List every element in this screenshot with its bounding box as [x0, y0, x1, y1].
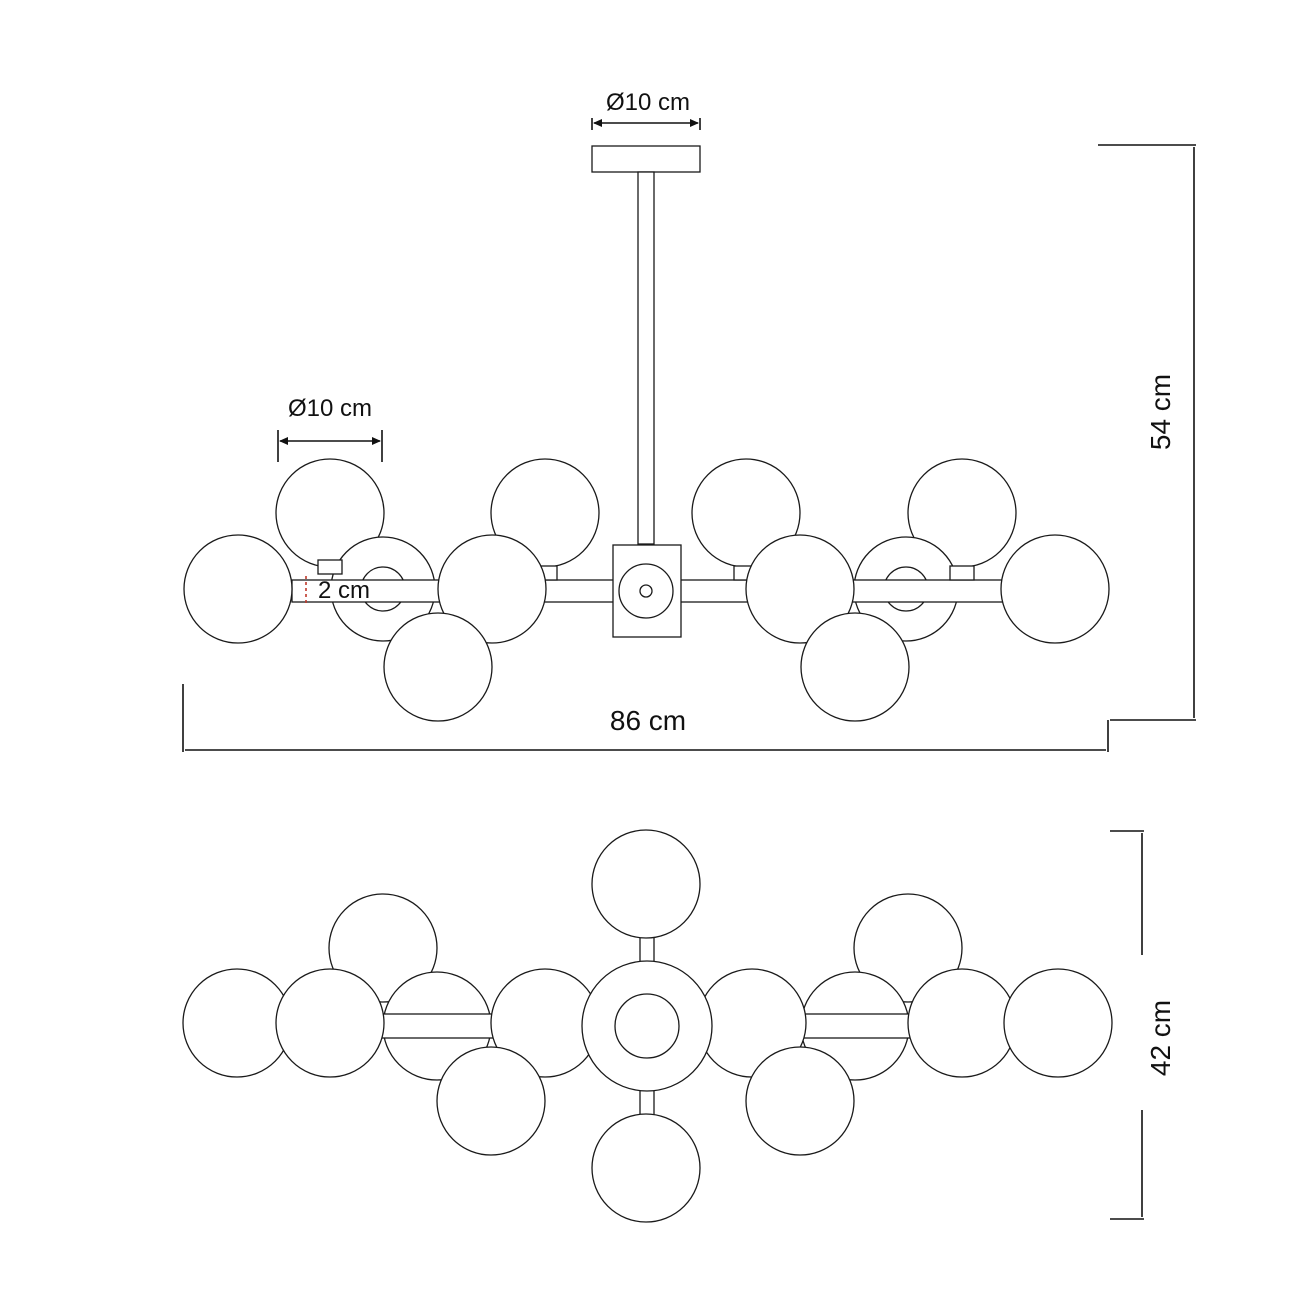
canopy-diameter-label: Ø10 cm	[606, 89, 690, 116]
dimension-total-width: 86 cm	[182, 684, 1109, 752]
globe-diameter-label: Ø10 cm	[288, 395, 372, 422]
arm-thickness-label: 2 cm	[318, 577, 370, 604]
globe	[745, 534, 855, 644]
top-hub-outer	[581, 960, 713, 1092]
globe	[1003, 968, 1113, 1078]
top-view-front-globes	[182, 829, 1113, 1223]
hub-ring	[618, 563, 674, 619]
socket	[317, 559, 343, 575]
top-hub-inner	[614, 993, 680, 1059]
globe	[745, 1046, 855, 1156]
top-stem-lower	[639, 1089, 655, 1117]
dimension-canopy-diameter: Ø10 cm	[591, 89, 701, 130]
globe	[182, 968, 292, 1078]
globe	[853, 893, 963, 1003]
globe	[1000, 534, 1110, 644]
dimension-total-depth: 42 cm	[1110, 830, 1176, 1220]
total-width-label: 86 cm	[610, 705, 686, 736]
globe	[437, 534, 547, 644]
dimension-total-height: 54 cm	[1098, 144, 1196, 721]
total-depth-label: 42 cm	[1145, 1000, 1176, 1076]
socket	[949, 565, 975, 581]
globe	[436, 1046, 546, 1156]
top-view	[182, 829, 1113, 1223]
canopy	[591, 145, 701, 173]
central-hub	[612, 544, 682, 638]
dimension-arm-thickness: 2 cm	[305, 576, 370, 604]
globe	[183, 534, 293, 644]
globe	[383, 612, 493, 722]
front-view-front-globes	[183, 534, 1110, 722]
globe	[591, 1113, 701, 1223]
globe	[800, 612, 910, 722]
total-height-label: 54 cm	[1145, 374, 1176, 450]
globe	[907, 968, 1017, 1078]
down-rod	[637, 171, 655, 545]
top-stem-upper	[639, 935, 655, 963]
globe	[591, 829, 701, 939]
dimension-globe-diameter: Ø10 cm	[277, 395, 383, 462]
hub-center	[639, 584, 653, 598]
globe	[275, 968, 385, 1078]
front-view	[183, 145, 1110, 722]
